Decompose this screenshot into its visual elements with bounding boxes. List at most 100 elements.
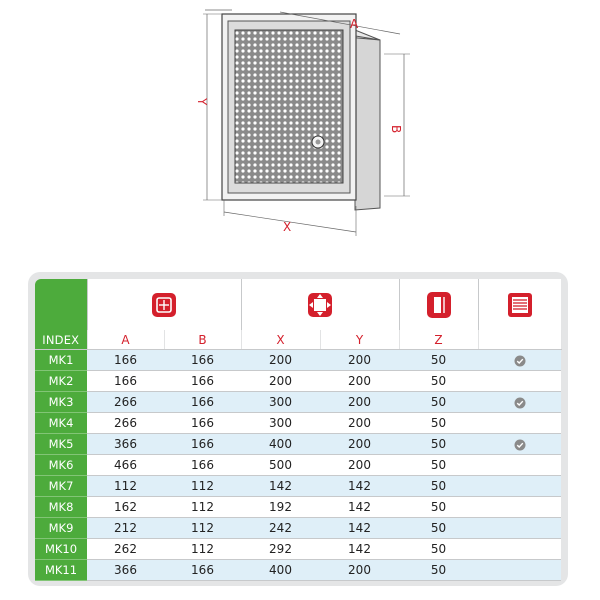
cell-b: 166 [164,454,241,476]
cell-y: 142 [320,496,399,518]
cell-b: 166 [164,391,241,413]
row-index: MK11 [35,559,87,581]
depth-icon [426,291,451,318]
product-dimension-drawing: A B Y X [0,0,600,268]
cell-louver [478,475,561,497]
cell-x: 400 [241,433,320,455]
column-label-a: A [87,330,165,350]
cell-z: 50 [399,412,478,434]
dim-label-a: A [350,17,359,31]
cell-a: 112 [87,475,164,497]
cell-z: 50 [399,475,478,497]
column-label-row: INDEX A B X Y Z [35,330,562,350]
cell-x: 142 [241,475,320,497]
dim-line-x [223,211,357,233]
cell-y: 142 [320,538,399,560]
column-label-index: INDEX [35,330,88,350]
cell-a: 262 [87,538,164,560]
row-index: MK1 [35,349,87,371]
cell-x: 200 [241,370,320,392]
cell-b: 166 [164,433,241,455]
cell-louver [478,559,561,581]
louver-header [478,279,561,330]
cell-x: 242 [241,517,320,539]
cell-z: 50 [399,370,478,392]
icon-header-row [35,279,561,330]
cell-b: 112 [164,496,241,518]
cell-x: 300 [241,391,320,413]
cell-b: 166 [164,559,241,581]
cell-x: 300 [241,412,320,434]
cell-z: 50 [399,538,478,560]
check-icon [514,439,525,450]
dim-label-x: X [283,220,291,234]
row-index: MK2 [35,370,87,392]
row-index: MK6 [35,454,87,476]
cell-b: 112 [164,517,241,539]
row-index: MK7 [35,475,87,497]
cell-a: 212 [87,517,164,539]
cell-y: 200 [320,559,399,581]
check-icon [514,355,525,366]
row-index: MK5 [35,433,87,455]
cell-louver [478,496,561,518]
cell-z: 50 [399,349,478,371]
cell-y: 142 [320,517,399,539]
cell-a: 466 [87,454,164,476]
cell-louver [478,454,561,476]
cell-louver [478,349,561,371]
inner-dimension-header [87,279,242,330]
cell-b: 112 [164,538,241,560]
cell-x: 200 [241,349,320,371]
row-index: MK9 [35,517,87,539]
cell-louver [478,412,561,434]
louver-grille-icon [507,292,532,317]
cell-b: 166 [164,349,241,371]
outer-dimension-header [241,279,400,330]
cell-louver [478,391,561,413]
grille-diagram: A B Y X [195,9,410,236]
cell-a: 266 [87,391,164,413]
cell-a: 266 [87,412,164,434]
cell-y: 142 [320,475,399,497]
cell-x: 192 [241,496,320,518]
dim-label-b: B [389,125,403,133]
cell-a: 366 [87,433,164,455]
dim-line-a [279,11,401,35]
outer-dimension-icon [308,292,332,317]
grille-mesh [234,29,344,184]
dim-label-y: Y [195,97,209,106]
cell-y: 200 [320,370,399,392]
cell-b: 112 [164,475,241,497]
cell-z: 50 [399,496,478,518]
cell-a: 166 [87,370,164,392]
cell-x: 292 [241,538,320,560]
cell-louver [478,517,561,539]
cell-z: 50 [399,433,478,455]
header-corner [35,279,88,330]
row-index: MK8 [35,496,87,518]
cell-z: 50 [399,559,478,581]
row-index: MK4 [35,412,87,434]
row-index: MK3 [35,391,87,413]
column-label-y: Y [320,330,400,350]
depth-header [399,279,479,330]
cell-a: 366 [87,559,164,581]
cell-b: 166 [164,412,241,434]
cell-y: 200 [320,391,399,413]
cell-x: 500 [241,454,320,476]
column-label-b: B [164,330,242,350]
